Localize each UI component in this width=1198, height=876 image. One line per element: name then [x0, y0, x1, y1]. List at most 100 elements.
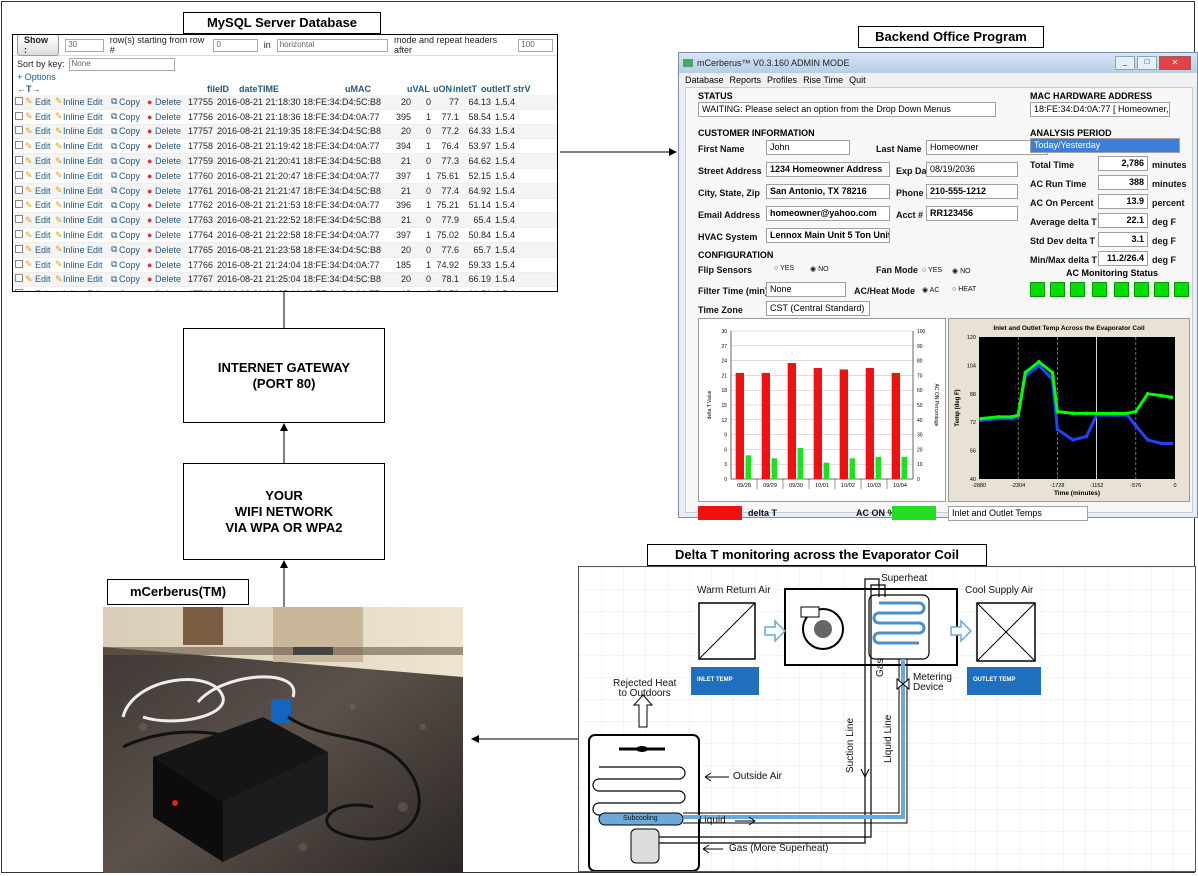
- start-row-input[interactable]: 0: [213, 38, 258, 52]
- col-uval[interactable]: uVAL: [407, 84, 430, 94]
- inline-edit-link[interactable]: Inline Edit: [63, 156, 103, 167]
- first-name-field[interactable]: John: [766, 140, 850, 155]
- row-checkbox[interactable]: [13, 141, 25, 151]
- row-checkbox[interactable]: [13, 126, 25, 136]
- row-checkbox[interactable]: [13, 244, 25, 255]
- copy-link[interactable]: Copy: [119, 230, 141, 241]
- copy-link[interactable]: Copy: [119, 215, 141, 226]
- exp-field[interactable]: 08/19/2036: [926, 162, 1018, 177]
- inline-edit-link[interactable]: Inline Edit: [63, 141, 103, 152]
- row-checkbox[interactable]: [13, 185, 25, 196]
- rows-input[interactable]: 30: [65, 38, 104, 52]
- edit-link[interactable]: Edit: [35, 215, 51, 226]
- column-arrows[interactable]: ←T→: [17, 84, 41, 94]
- delete-link[interactable]: Delete: [155, 200, 182, 211]
- col-strv[interactable]: strV: [513, 84, 531, 94]
- minimize-button[interactable]: _: [1115, 56, 1135, 70]
- copy-link[interactable]: Copy: [119, 274, 141, 285]
- acct-field[interactable]: RR123456: [926, 206, 1018, 221]
- flip-yes-radio[interactable]: ○ YES: [774, 265, 795, 272]
- copy-link[interactable]: Copy: [119, 244, 141, 255]
- delete-link[interactable]: Delete: [155, 111, 182, 122]
- delete-link[interactable]: Delete: [155, 170, 182, 181]
- copy-link[interactable]: Copy: [119, 126, 141, 137]
- copy-link[interactable]: Copy: [119, 111, 141, 122]
- inline-edit-link[interactable]: Inline Edit: [63, 185, 103, 196]
- show-button[interactable]: Show :: [17, 35, 60, 56]
- delete-link[interactable]: Delete: [155, 96, 182, 107]
- flip-no-radio[interactable]: ◉ NO: [810, 266, 829, 273]
- delete-link[interactable]: Delete: [155, 156, 182, 167]
- row-checkbox[interactable]: [13, 96, 25, 107]
- edit-link[interactable]: Edit: [35, 111, 51, 122]
- heat-radio[interactable]: ○ HEAT: [952, 286, 977, 293]
- col-fileid[interactable]: fileID: [207, 84, 230, 94]
- col-datetime[interactable]: dateTIME: [239, 84, 280, 94]
- copy-link[interactable]: Copy: [119, 200, 141, 211]
- maximize-button[interactable]: □: [1137, 56, 1157, 70]
- options-link[interactable]: + Options: [17, 72, 56, 82]
- edit-link[interactable]: Edit: [35, 185, 51, 196]
- copy-link[interactable]: Copy: [119, 141, 141, 152]
- edit-link[interactable]: Edit: [35, 170, 51, 181]
- menu-reports[interactable]: Reports: [729, 74, 762, 85]
- row-checkbox[interactable]: [13, 111, 25, 122]
- tz-select[interactable]: CST (Central Standard): [766, 301, 870, 316]
- row-checkbox[interactable]: [13, 215, 25, 225]
- filter-select[interactable]: None: [766, 282, 846, 297]
- delete-link[interactable]: Delete: [155, 274, 182, 285]
- edit-link[interactable]: Edit: [35, 126, 51, 137]
- inline-edit-link[interactable]: Inline Edit: [63, 274, 103, 285]
- edit-link[interactable]: Edit: [35, 230, 51, 241]
- inline-edit-link[interactable]: Inline Edit: [63, 200, 103, 211]
- delete-link[interactable]: Delete: [155, 230, 182, 241]
- repeat-input[interactable]: 100: [518, 38, 554, 52]
- chart-select[interactable]: Inlet and Outlet Temps: [948, 506, 1088, 521]
- copy-link[interactable]: Copy: [119, 170, 141, 181]
- inline-edit-link[interactable]: Inline Edit: [63, 230, 103, 241]
- inline-edit-link[interactable]: Inline Edit: [63, 244, 103, 255]
- copy-link[interactable]: Copy: [119, 185, 141, 196]
- copy-link[interactable]: Copy: [119, 259, 141, 270]
- edit-link[interactable]: Edit: [35, 141, 51, 152]
- delete-link[interactable]: Delete: [155, 141, 182, 152]
- row-checkbox[interactable]: [13, 200, 25, 210]
- edit-link[interactable]: Edit: [35, 96, 51, 107]
- phone-field[interactable]: 210-555-1212: [926, 184, 1018, 199]
- copy-link[interactable]: Copy: [119, 156, 141, 167]
- delete-link[interactable]: Delete: [155, 244, 182, 255]
- row-checkbox[interactable]: [13, 156, 25, 166]
- col-umac[interactable]: uMAC: [345, 84, 371, 94]
- inline-edit-link[interactable]: Inline Edit: [63, 215, 103, 226]
- delete-link[interactable]: Delete: [155, 289, 185, 291]
- inline-edit-link[interactable]: Inline Edit: [63, 126, 103, 137]
- sort-select[interactable]: None: [68, 57, 175, 71]
- close-button[interactable]: ✕: [1159, 56, 1191, 70]
- row-checkbox[interactable]: [13, 170, 25, 181]
- col-uon[interactable]: uON: [433, 84, 452, 94]
- ac-radio[interactable]: ◉ AC: [922, 287, 940, 294]
- menu-quit[interactable]: Quit: [849, 74, 866, 85]
- delete-link[interactable]: Delete: [155, 259, 182, 270]
- fan-no-radio[interactable]: ◉ NO: [952, 268, 971, 275]
- col-outlett[interactable]: outletT: [481, 84, 511, 94]
- copy-link[interactable]: Copy: [119, 289, 147, 291]
- edit-link[interactable]: Edit: [35, 156, 51, 167]
- mac-select[interactable]: 18:FE:34:D4:0A:77 [ Homeowner, Jo: [1030, 102, 1170, 117]
- inline-edit-link[interactable]: Inline Edit: [63, 111, 103, 122]
- edit-link[interactable]: Edit: [35, 289, 55, 291]
- copy-link[interactable]: Copy: [119, 96, 141, 107]
- inline-edit-link[interactable]: Inline Edit: [63, 96, 103, 107]
- row-checkbox[interactable]: [13, 289, 25, 291]
- street-field[interactable]: 1234 Homeowner Address: [766, 162, 890, 177]
- delete-link[interactable]: Delete: [155, 215, 182, 226]
- edit-link[interactable]: Edit: [35, 259, 51, 270]
- delete-link[interactable]: Delete: [155, 185, 182, 196]
- hvac-field[interactable]: Lennox Main Unit 5 Ton Unit: [766, 228, 890, 243]
- row-checkbox[interactable]: [13, 274, 25, 284]
- city-field[interactable]: San Antonio, TX 78216: [766, 184, 890, 199]
- edit-link[interactable]: Edit: [35, 274, 51, 285]
- row-checkbox[interactable]: [13, 259, 25, 270]
- menu-rise-time[interactable]: Rise Time: [803, 74, 844, 85]
- fan-yes-radio[interactable]: ○ YES: [922, 267, 943, 274]
